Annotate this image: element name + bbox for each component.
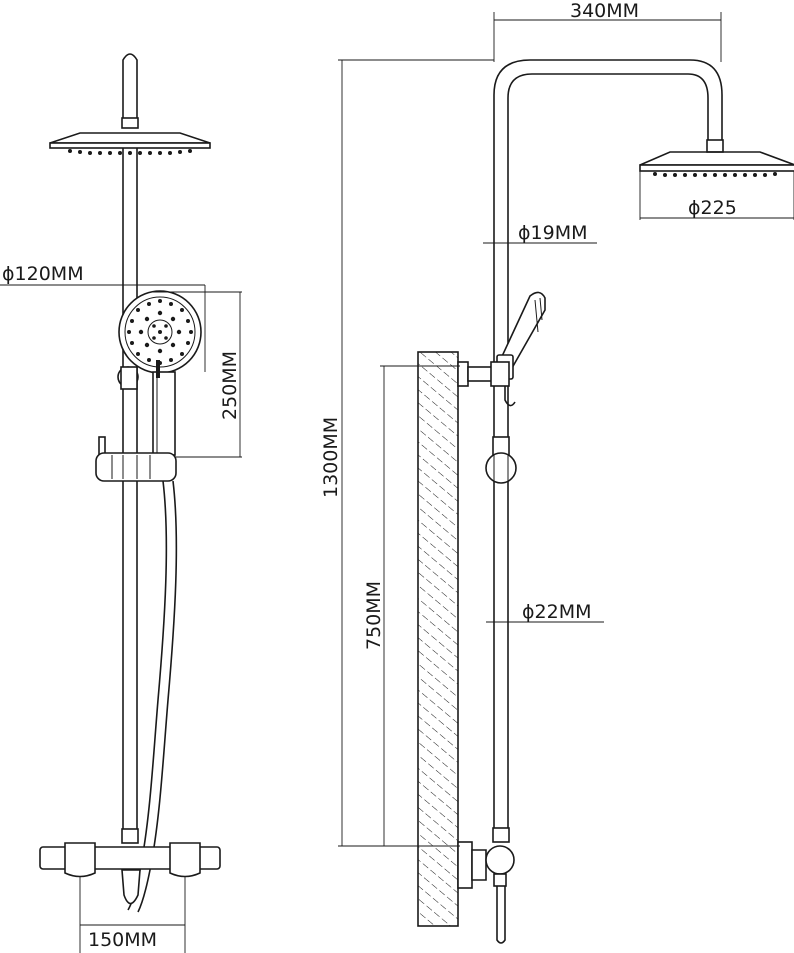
side-view: 340MM ϕ225 ϕ19MM 1300MM 750MM (320, 0, 794, 944)
front-rod-collar (121, 117, 139, 129)
head-diameter-label: ϕ225 (688, 197, 737, 219)
dim-valve-centres: 150MM (79, 876, 186, 953)
side-hand-shower (496, 291, 546, 407)
front-hose (127, 480, 168, 911)
front-top-rod (122, 53, 138, 125)
wall-section (417, 351, 459, 927)
dim-hand-shower-diameter: ϕ120MM (0, 263, 206, 372)
side-shower-head (639, 151, 794, 177)
front-lower-collar (121, 828, 139, 844)
front-bar-valve (39, 842, 221, 905)
dim-head-diameter: ϕ225 (639, 171, 794, 220)
front-bracket-sleeve (120, 366, 138, 390)
head-reach-label: 340MM (570, 0, 639, 22)
dim-total-height: 1300MM (320, 59, 494, 847)
front-hand-shower (118, 290, 202, 456)
side-slider (485, 436, 517, 484)
side-arm-collar (706, 139, 724, 153)
head-nozzles (68, 149, 192, 155)
outlet-height-label: 750MM (363, 581, 385, 650)
side-lower-collar (492, 827, 510, 843)
dim-riser-diameter: ϕ22MM (486, 601, 604, 623)
upper-pipe-diameter-label: ϕ19MM (518, 222, 588, 244)
side-wall-bracket (457, 361, 510, 387)
hand-shower-length-label: 250MM (219, 351, 241, 420)
dim-head-reach: 340MM (493, 0, 722, 62)
hand-shower-diameter-label: ϕ120MM (2, 263, 84, 285)
total-height-label: 1300MM (320, 417, 342, 498)
side-shower-arm (493, 59, 723, 360)
side-head-nozzles (653, 172, 777, 177)
front-shower-head (49, 132, 211, 155)
front-view: ϕ120MM 250MM 150MM (0, 53, 242, 953)
valve-centres-label: 150MM (88, 929, 157, 951)
dim-upper-pipe-diameter: ϕ19MM (483, 222, 597, 244)
front-slider (95, 436, 177, 482)
dim-hand-shower-length: 250MM (150, 291, 242, 458)
side-valve (457, 841, 515, 944)
dim-outlet-height: 750MM (363, 365, 460, 846)
riser-diameter-label: ϕ22MM (522, 601, 592, 623)
